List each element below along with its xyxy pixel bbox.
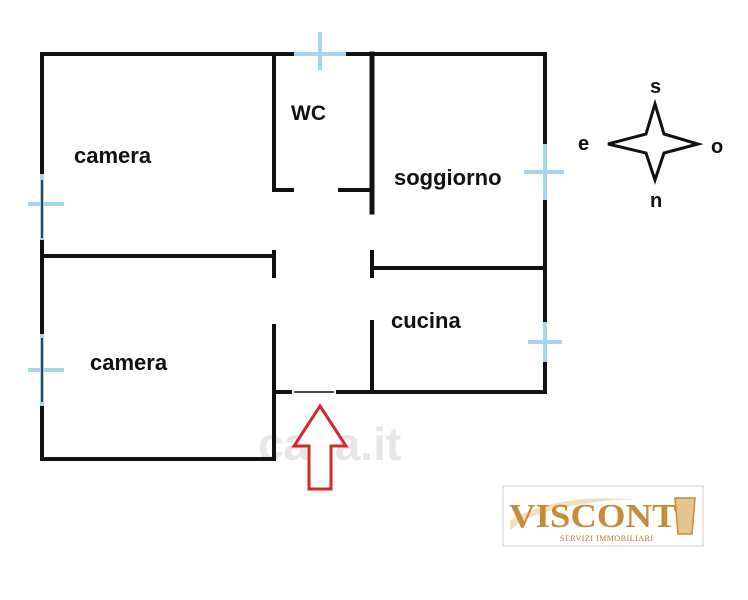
room-label-wc: WC	[291, 102, 326, 125]
room-label-bedroom-bottom: camera	[90, 350, 168, 375]
agency-logo: VISCONTI SERVIZI IMMOBILIARI	[502, 485, 704, 547]
compass-east-label: e	[578, 133, 589, 155]
walls	[40, 51, 547, 461]
window-living	[524, 144, 564, 200]
compass-west-label: o	[711, 136, 723, 158]
room-label-living: soggiorno	[394, 165, 502, 190]
logo-subtitle: SERVIZI IMMOBILIARI	[560, 534, 654, 543]
entrance-arrow-icon	[291, 403, 349, 491]
room-label-kitchen: cucina	[391, 308, 461, 333]
compass-rose-icon	[607, 98, 704, 185]
window-bedroom-top	[28, 174, 64, 240]
window-kitchen	[528, 322, 562, 362]
compass-north-label: n	[650, 190, 662, 212]
logo-title: VISCONTI	[509, 498, 691, 535]
room-label-bedroom-top: camera	[74, 143, 152, 168]
window-wc-top	[294, 32, 346, 70]
window-bedroom-bottom	[28, 334, 64, 406]
compass-south-label: s	[650, 76, 661, 98]
